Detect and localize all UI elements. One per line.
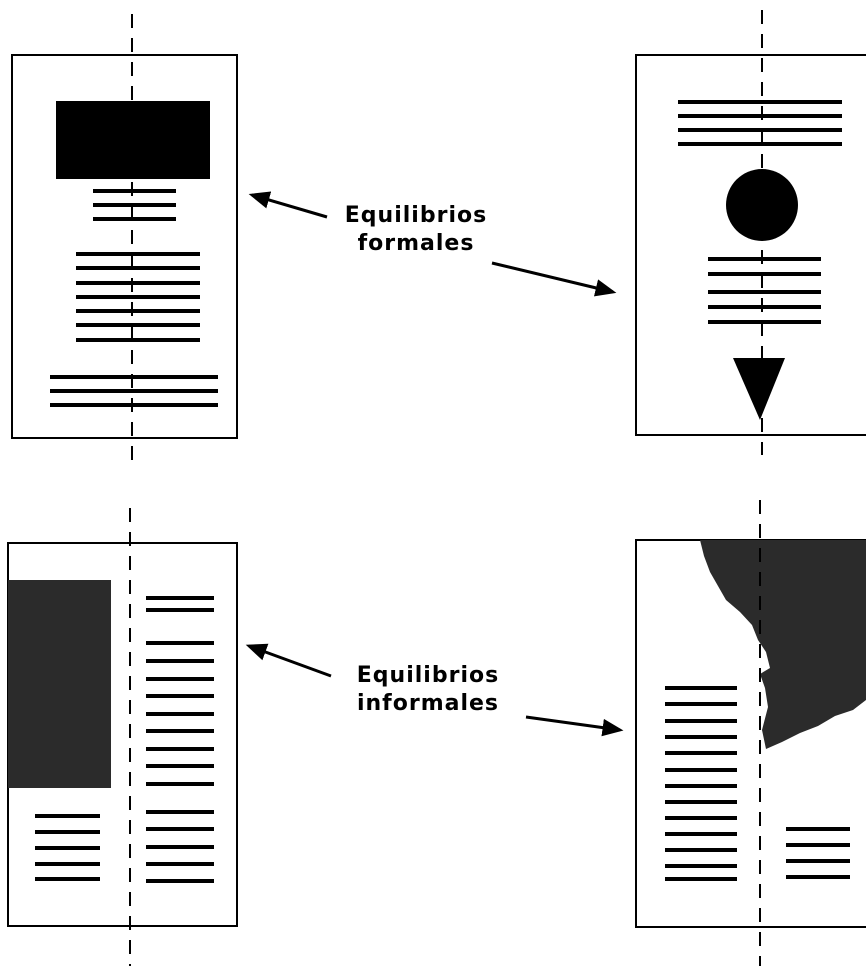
arrow-to-formal-right [491,261,617,297]
panel-formal-right [635,10,866,455]
panel-informal-left [7,508,238,966]
panel-informal-right [635,500,866,966]
panel-formal-left [11,14,238,468]
label-formal-line-2: formales [357,231,475,256]
text-lines [665,686,850,881]
arrow-to-informal-right [525,715,624,737]
page-frame [635,54,866,436]
arrow-to-informal-left [245,643,332,678]
text-lines [50,189,218,407]
page-frame [11,54,238,439]
photo-block [8,580,111,788]
triangle-shape [733,358,785,420]
text-lines [678,100,842,324]
label-formal-line-1: Equilibrios [344,203,488,228]
label-informal-line-2: informales [356,691,500,716]
irregular-shape [700,540,866,749]
arrows [245,191,624,737]
label-informal-line-1: Equilibrios [356,663,500,688]
label-informal-balance: Equilibrios informales [338,662,518,718]
text-lines [35,596,214,883]
label-formal-balance: Equilibrios formales [336,202,496,258]
arrow-to-formal-left [248,191,328,219]
